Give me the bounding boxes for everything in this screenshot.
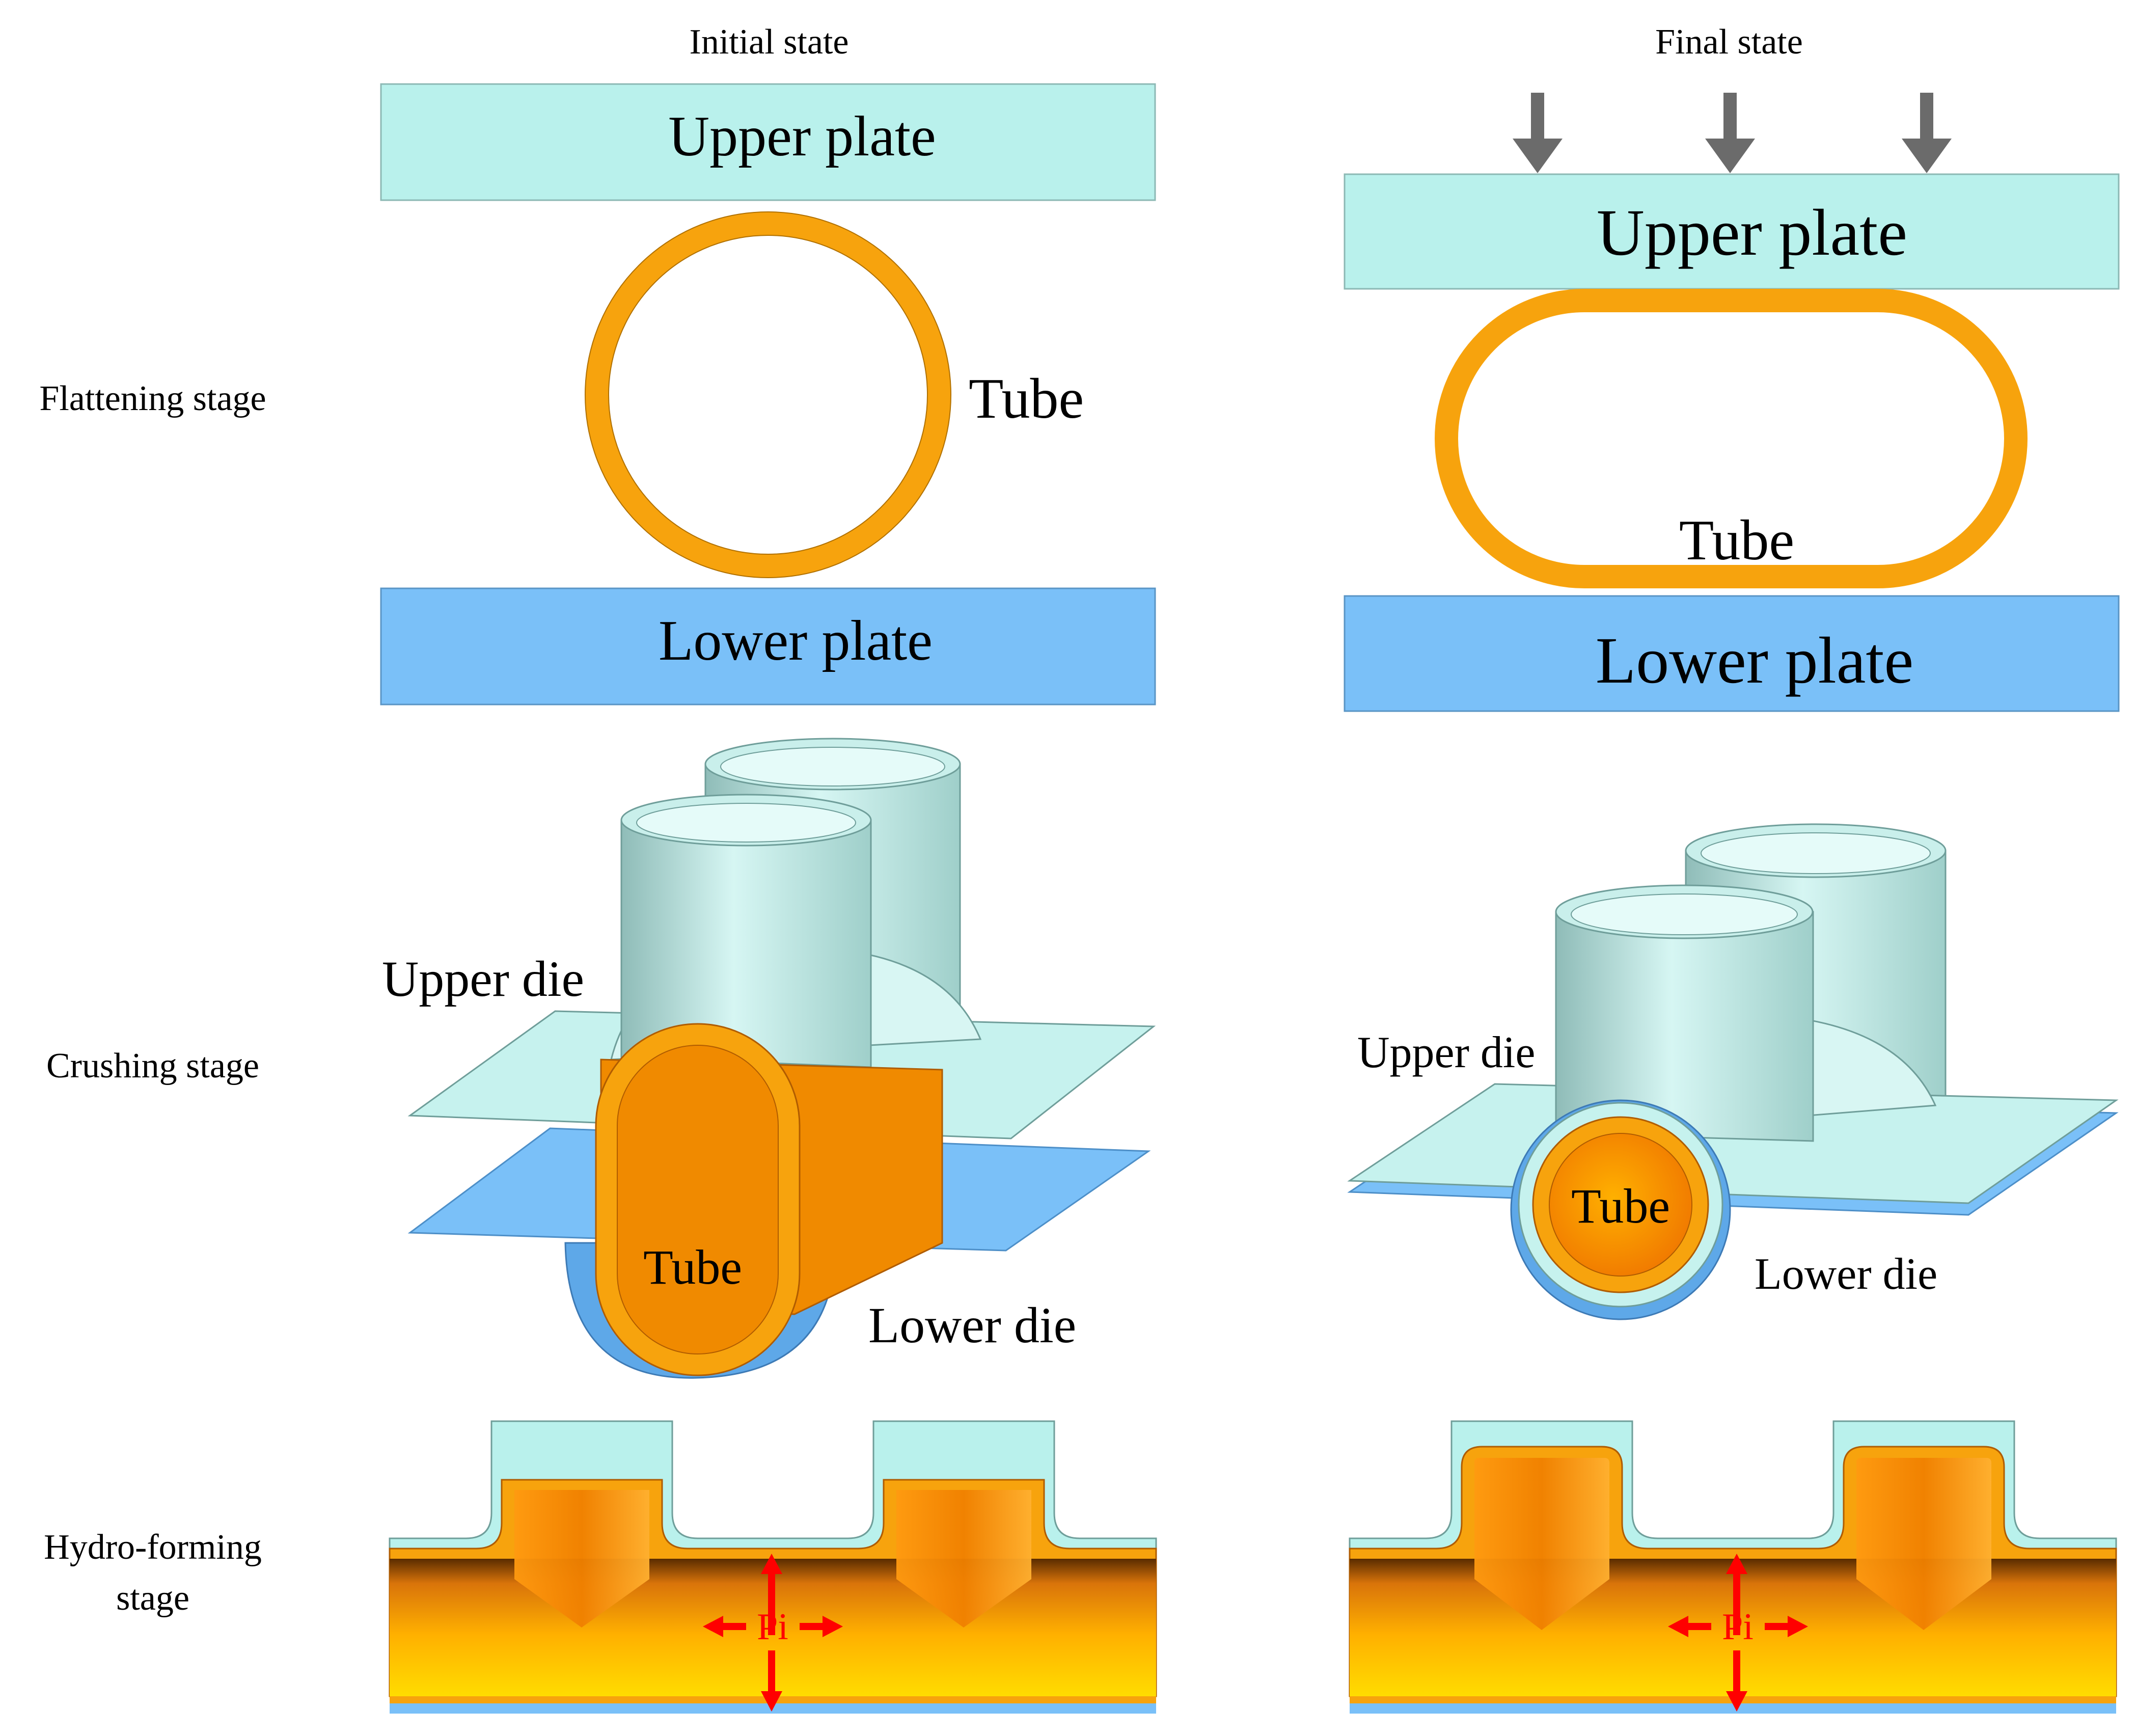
cone-region xyxy=(896,1490,1031,1628)
upper-die-label: Upper die xyxy=(1357,1028,1535,1077)
hydroforming-final-panel: Pi xyxy=(1349,1420,2117,1714)
column-header-final: Final state xyxy=(1655,22,1803,62)
tube-ring xyxy=(585,212,951,578)
upper-plate xyxy=(380,83,1156,201)
tube-label: Tube xyxy=(1571,1179,1670,1233)
column-header-initial: Initial state xyxy=(690,22,849,62)
tube-label: Tube xyxy=(643,1240,742,1294)
upper-plate-label: Upper plate xyxy=(1597,196,1907,269)
press-arrow-icon xyxy=(1902,93,1952,173)
row-header-flattening: Flattening stage xyxy=(39,379,266,418)
row-header-crushing: Crushing stage xyxy=(46,1046,259,1086)
lower-plate-label: Lower plate xyxy=(1596,624,1913,697)
cone-region xyxy=(1856,1458,1991,1630)
crushing-initial-panel: Tube Upper die Lower die xyxy=(382,738,1156,1379)
lower-plate xyxy=(380,587,1156,706)
lower-die-label: Lower die xyxy=(1755,1250,1937,1299)
row-header-hydroforming-line1: Hydro-forming xyxy=(44,1528,262,1567)
flattened-tube xyxy=(1435,289,2028,588)
lower-die xyxy=(1350,1703,2116,1714)
upper-plate xyxy=(1344,173,2120,290)
tube-label: Tube xyxy=(1679,509,1794,572)
tube-interior xyxy=(1350,1559,2116,1696)
cone-region xyxy=(1474,1458,1609,1630)
lower-plate-label: Lower plate xyxy=(659,609,933,672)
flattening-initial-panel: Upper plate Tube Lower plate xyxy=(380,83,1156,706)
crushing-final-panel: Tube Upper die Lower die xyxy=(1347,823,2119,1320)
upper-die-outlet xyxy=(620,819,872,1068)
pressure-arrows-icon xyxy=(703,1554,843,1712)
cone-region xyxy=(514,1490,649,1628)
upper-plate-label: Upper plate xyxy=(668,105,936,168)
lower-plate xyxy=(1344,595,2120,712)
tube-label: Tube xyxy=(969,367,1084,430)
flattening-final-panel: Upper plate Tube Lower plate xyxy=(1344,93,2120,712)
hydroforming-initial-panel: Pi xyxy=(389,1420,1157,1714)
pressure-label: Pi xyxy=(757,1606,788,1648)
pressure-label: Pi xyxy=(1722,1606,1754,1648)
row-header-hydroforming-line2: stage xyxy=(116,1579,189,1618)
upper-die-label: Upper die xyxy=(382,951,584,1007)
lower-die-label: Lower die xyxy=(868,1297,1076,1353)
press-arrow-icon xyxy=(1513,93,1563,173)
pressure-arrows-icon xyxy=(1668,1554,1808,1712)
press-arrow-icon xyxy=(1705,93,1755,173)
